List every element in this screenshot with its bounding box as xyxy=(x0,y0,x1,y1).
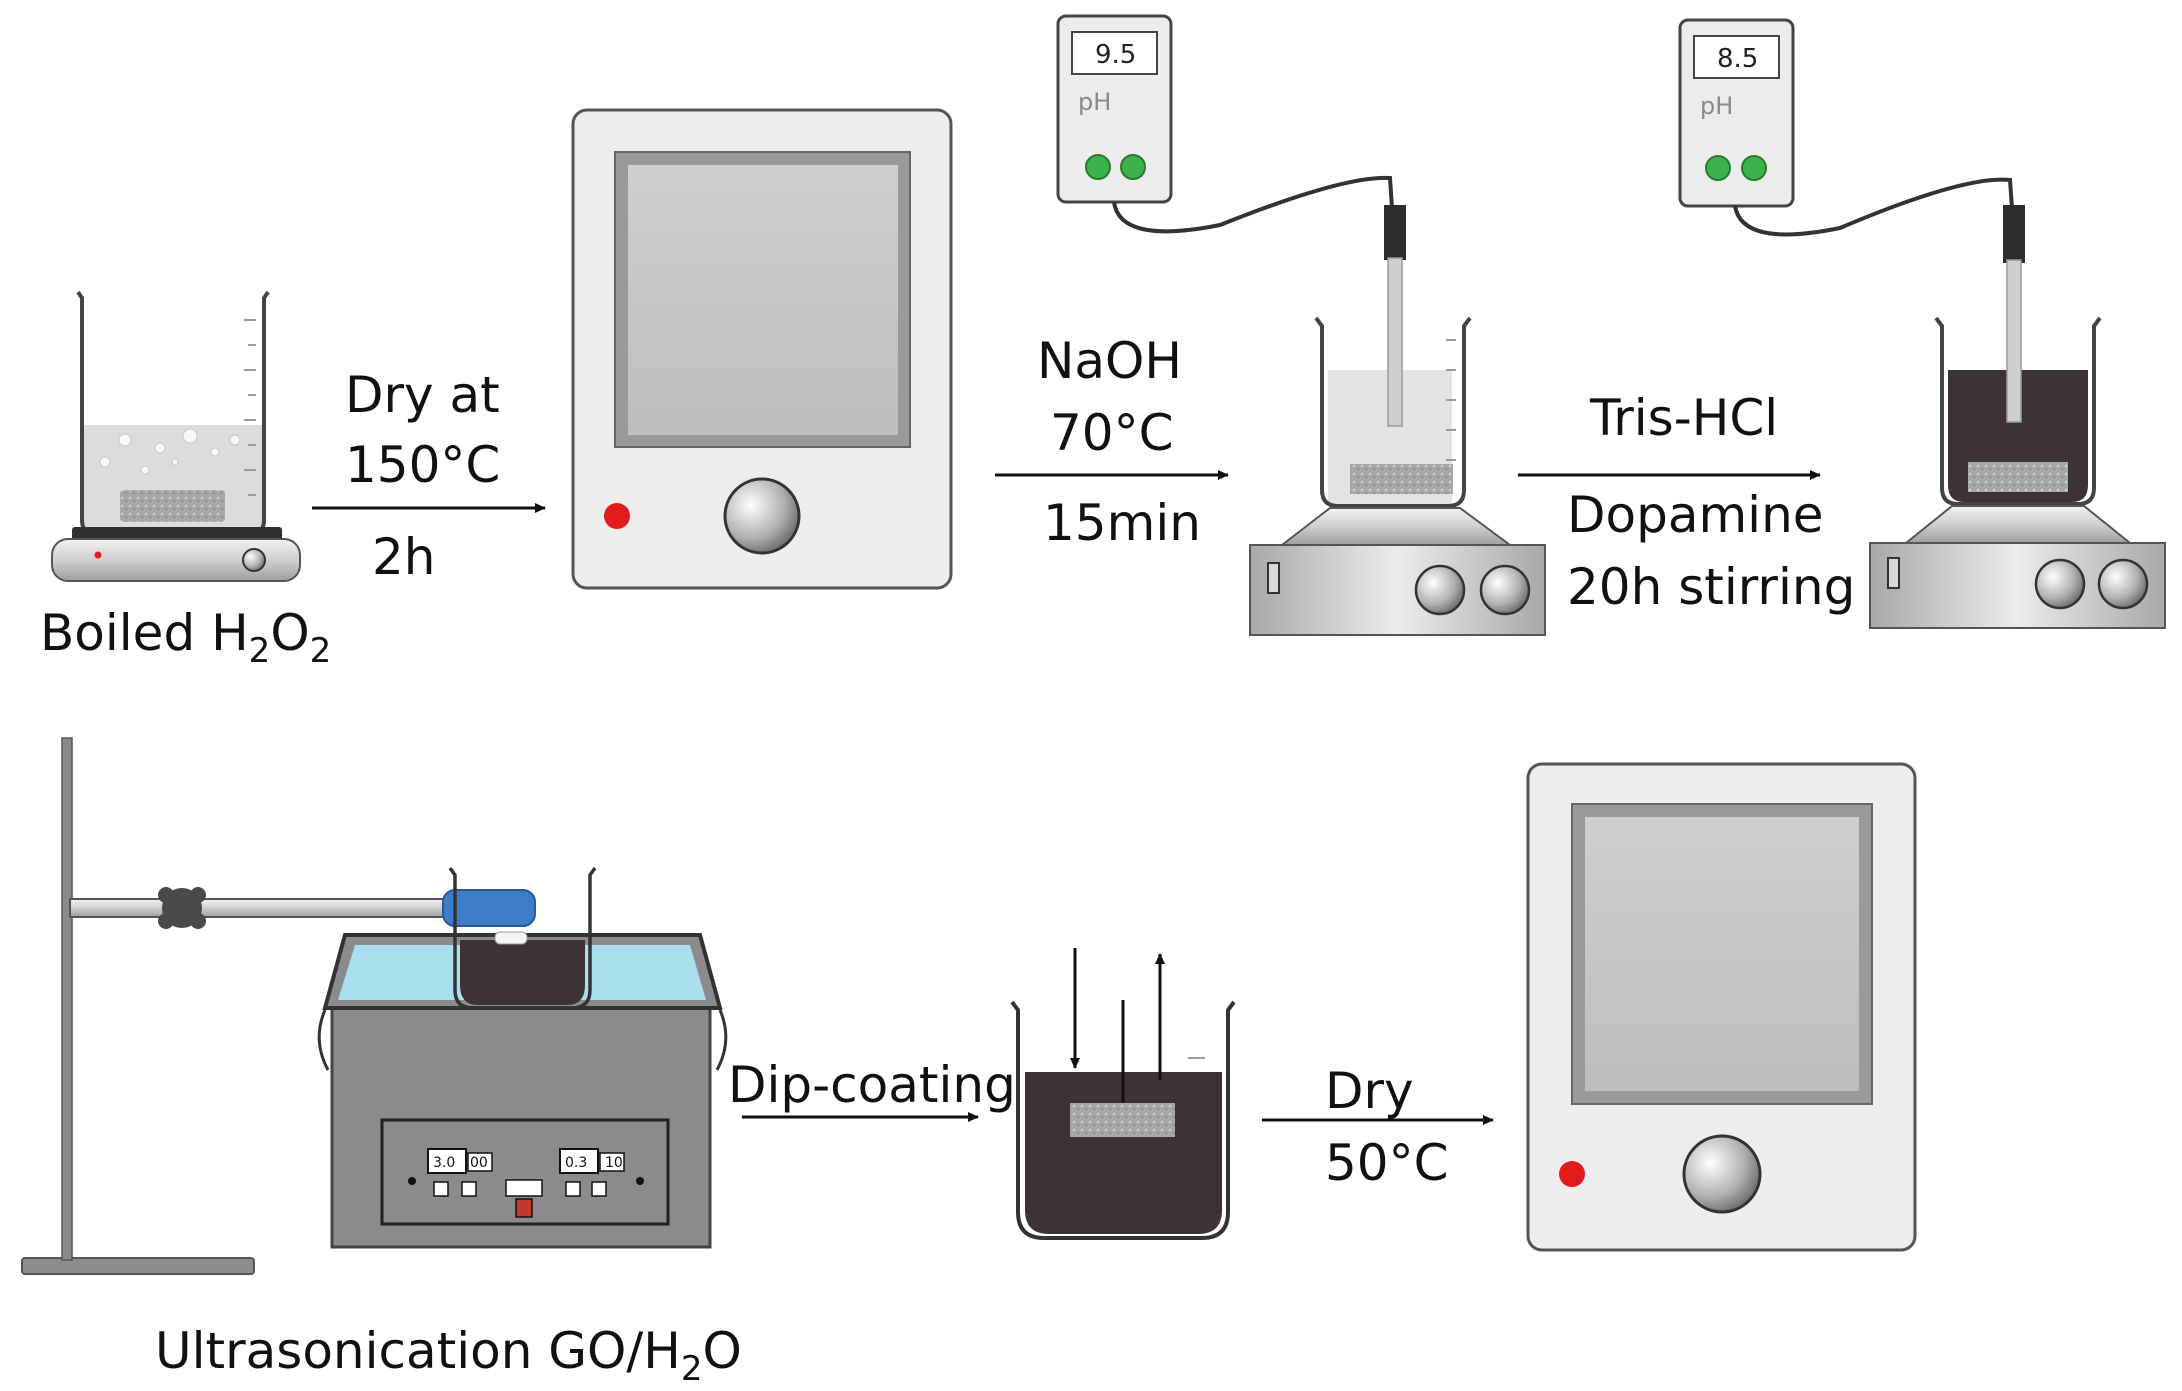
ph-meter-1-value: 9.5 xyxy=(1095,40,1136,70)
drying-oven-1 xyxy=(571,108,953,590)
hotplate-top xyxy=(72,527,282,541)
ph-probe-stem xyxy=(2006,259,2022,423)
hotplate-beaker-boiled xyxy=(51,290,301,582)
naoh-label-line1: NaOH xyxy=(1037,332,1182,390)
panel-display-1-unit-text: 00 xyxy=(470,1155,488,1171)
ultrasonic-bath: 3.0 00 0.3 10 xyxy=(317,866,728,1249)
dip-coating-beaker xyxy=(1010,948,1236,1240)
panel-button xyxy=(591,1181,607,1197)
dry1-label-line1: Dry at xyxy=(345,366,500,424)
oven-indicator xyxy=(604,503,630,529)
ph-probe-cable xyxy=(1733,177,2014,237)
arrow-dry-150: Dry at 150°C 2h xyxy=(312,366,546,586)
blue-clamp xyxy=(442,889,536,927)
tris-label-line1: Tris-HCl xyxy=(1589,389,1778,447)
dry1-label-line2: 150°C xyxy=(345,436,500,494)
panel-display-2-unit-text: 10 xyxy=(605,1155,623,1171)
ph-meter-2: 8.5 pH xyxy=(1678,18,2014,237)
arrow-dry-50: Dry 50°C xyxy=(1262,1062,1494,1192)
foam-sample xyxy=(1350,464,1453,494)
sample-holder xyxy=(494,931,528,945)
bubbles xyxy=(99,428,241,475)
stirrer-top xyxy=(1279,507,1514,546)
stirrer-switch xyxy=(1887,557,1900,589)
ph-meter-display xyxy=(1071,31,1158,75)
panel-start-button xyxy=(505,1179,543,1197)
oven-window xyxy=(628,165,898,435)
ph-meter-button xyxy=(1705,155,1731,181)
ph-probe-cable xyxy=(1112,175,1394,234)
ph-meter-1-label: pH xyxy=(1078,88,1111,116)
ph-meter-1: 9.5 pH xyxy=(1056,14,1394,234)
naoh-label-line3: 15min xyxy=(1043,494,1201,552)
oven-knob xyxy=(1682,1134,1762,1214)
stirrer-knob xyxy=(1479,564,1531,616)
panel-power-button xyxy=(515,1198,533,1218)
ph-meter-display xyxy=(1693,35,1780,79)
ph-probe-head xyxy=(2003,205,2025,263)
panel-display-1-value: 3.0 xyxy=(433,1155,455,1171)
stirrer-top xyxy=(1903,505,2133,544)
bath-handle xyxy=(317,1009,330,1071)
panel-button xyxy=(461,1181,477,1197)
beaker-outline xyxy=(1314,316,1472,508)
bath-beaker-outline xyxy=(448,866,597,1010)
panel-display-2-value: 0.3 xyxy=(565,1155,587,1171)
stand-base xyxy=(21,1257,255,1275)
stirrer-switch xyxy=(1267,562,1280,594)
oven-indicator xyxy=(1559,1161,1585,1187)
beaker-outline xyxy=(1934,316,2102,506)
panel-dot xyxy=(408,1177,416,1185)
ph-meter-button xyxy=(1741,155,1767,181)
dip-beaker-outline xyxy=(1010,1000,1236,1240)
ph-meter-2-value: 8.5 xyxy=(1717,44,1758,74)
stirrer-knob xyxy=(2097,558,2149,610)
stand-rod xyxy=(61,737,73,1261)
ph-probe-stem xyxy=(1387,257,1403,427)
panel-dot xyxy=(636,1177,644,1185)
panel-button xyxy=(433,1181,449,1197)
hotplate-knob xyxy=(242,548,266,572)
oven-window xyxy=(1585,817,1859,1091)
tris-label-line2: Dopamine xyxy=(1567,486,1824,544)
foam-sample xyxy=(120,490,225,522)
clamp-screw xyxy=(158,887,206,929)
dry2-label-line2: 50°C xyxy=(1325,1134,1449,1192)
stirrer-beaker-dopamine xyxy=(1869,205,2166,629)
stirrer-beaker-naoh xyxy=(1249,205,1546,636)
dry2-label-line1: Dry xyxy=(1325,1062,1414,1120)
stirrer-knob xyxy=(1414,564,1466,616)
ph-meter-button xyxy=(1085,154,1111,180)
dry1-label-line3: 2h xyxy=(372,528,436,586)
tris-label-line3: 20h stirring xyxy=(1567,558,1855,616)
oven-knob xyxy=(723,477,801,555)
stirrer-knob xyxy=(2034,558,2086,610)
ph-meter-button xyxy=(1120,154,1146,180)
arrow-dip-coating: Dip-coating xyxy=(728,1056,1016,1122)
bath-handle xyxy=(715,1009,728,1071)
panel-display-1-unit xyxy=(467,1152,493,1172)
boiled-h2o2-label: Boiled H2O2 xyxy=(40,604,331,671)
clamp-arm xyxy=(69,898,461,918)
arrow-naoh: NaOH 70°C 15min xyxy=(995,332,1229,552)
foam-sample xyxy=(1968,462,2068,492)
panel-display-2-unit xyxy=(599,1152,625,1172)
hotplate-indicator xyxy=(94,551,102,559)
ultrasonication-label: Ultrasonication GO/H2O xyxy=(155,1322,742,1389)
naoh-label-line2: 70°C xyxy=(1050,404,1174,462)
panel-display-2 xyxy=(559,1148,599,1174)
drying-oven-2 xyxy=(1526,762,1917,1252)
panel-display-1 xyxy=(427,1148,467,1174)
ph-meter-2-label: pH xyxy=(1700,92,1733,120)
foam-sample xyxy=(1070,1103,1175,1137)
panel-button xyxy=(565,1181,581,1197)
ph-probe-head xyxy=(1384,205,1406,260)
bath-beaker-liquid xyxy=(460,940,585,1005)
retort-stand xyxy=(21,737,536,1275)
hotplate-base xyxy=(51,538,301,582)
dip-coating-label: Dip-coating xyxy=(728,1056,1016,1114)
arrow-tris-dopamine: Tris-HCl Dopamine 20h stirring xyxy=(1518,389,1855,616)
